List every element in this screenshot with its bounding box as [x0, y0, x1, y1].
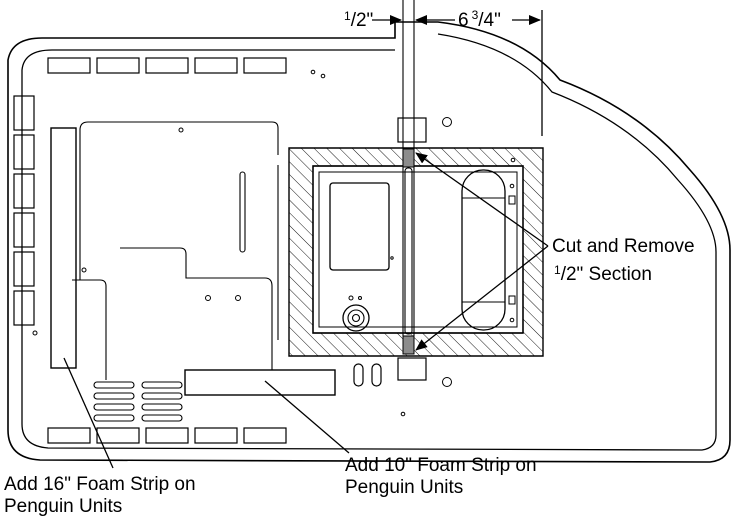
housing-inner-outline: [21, 33, 717, 451]
vertical-slot: [239, 171, 246, 253]
strip10-callout-line2: Penguin Units: [345, 477, 463, 498]
top-slot: [194, 57, 238, 74]
plate-center-rail: [404, 167, 413, 335]
screw-hole: [178, 127, 184, 133]
small-square: [508, 295, 516, 305]
strip10-leader: [264, 380, 350, 454]
vent-slot: [141, 392, 183, 400]
strip16-callout-line1: Add 16" Foam Strip on: [4, 474, 196, 495]
strip10-callout-line1: Add 10" Foam Strip on: [345, 455, 537, 476]
left-slot: [13, 95, 35, 131]
vent-slot: [93, 381, 135, 389]
screw-hole: [400, 411, 406, 417]
cut-callout-numerator: 1: [554, 263, 561, 277]
cut-callout-line2: 1/2" Section: [554, 263, 652, 285]
vent-slots: [93, 381, 183, 422]
screw-hole: [509, 183, 515, 189]
screw-hole: [205, 295, 211, 301]
vent-slot: [141, 381, 183, 389]
bottom-slot-row: [47, 427, 287, 444]
inner-plate: [312, 165, 524, 334]
screw-hole: [509, 317, 515, 323]
capsule-slot: [353, 363, 364, 387]
display-window: [329, 182, 390, 271]
cut-section-bottom: [402, 335, 415, 355]
half-inch-dimension-label: 1/2": [344, 9, 373, 31]
screw-hole: [32, 330, 38, 336]
vent-slot: [93, 414, 135, 422]
vent-slot: [141, 414, 183, 422]
top-tab-square: [397, 117, 427, 143]
bottom-slot: [47, 427, 91, 444]
screw-hole: [320, 73, 326, 79]
screw-hole: [310, 69, 316, 75]
interior-panel-outline: [72, 121, 279, 380]
housing-outer-outline: [7, 21, 731, 463]
top-slot: [47, 57, 91, 74]
top-slot: [96, 57, 140, 74]
left-slot-column: [13, 95, 35, 326]
vent-slot: [93, 403, 135, 411]
capsule-slot: [371, 363, 382, 387]
screw-hole: [81, 267, 87, 273]
cut-callout-section: /2" Section: [561, 264, 652, 285]
inner-plate-rim: [318, 171, 518, 328]
strip16-callout-line2: Penguin Units: [4, 496, 122, 517]
bottom-tab-square: [397, 357, 427, 381]
dimension-denominator: /4": [478, 10, 501, 31]
bottom-slot: [96, 427, 140, 444]
half-inch-denominator: /2": [351, 10, 374, 31]
foam-strip-16-inch: [50, 127, 77, 369]
strip16-leader: [63, 357, 114, 469]
bottom-slot: [243, 427, 287, 444]
cut-leader-bottom: [415, 245, 549, 351]
screw-hole: [390, 256, 394, 260]
small-square: [508, 195, 516, 205]
interior-step-outline: [120, 247, 273, 370]
left-slot: [13, 251, 35, 287]
bottom-slot: [145, 427, 189, 444]
left-slot: [13, 173, 35, 209]
left-slot: [13, 134, 35, 170]
foam-strip-10-inch: [184, 369, 336, 396]
vent-slot: [141, 403, 183, 411]
top-slot: [243, 57, 287, 74]
dimension-numerator: 3: [472, 8, 479, 22]
vent-slot: [93, 392, 135, 400]
cut-leader-top: [415, 152, 549, 247]
screw-hole: [442, 117, 452, 127]
half-inch-numerator: 1: [344, 9, 351, 23]
control-knob: [342, 295, 370, 332]
top-slot-row: [47, 57, 287, 74]
cut-section-top: [402, 148, 415, 168]
left-slot: [13, 212, 35, 248]
side-capsule: [461, 169, 506, 331]
cut-callout-line1: Cut and Remove: [552, 236, 695, 257]
screw-hole: [235, 295, 241, 301]
dimension-whole: 6: [458, 10, 469, 31]
left-slot: [13, 290, 35, 326]
top-slot: [145, 57, 189, 74]
bottom-slot: [194, 427, 238, 444]
screw-hole: [442, 377, 452, 387]
